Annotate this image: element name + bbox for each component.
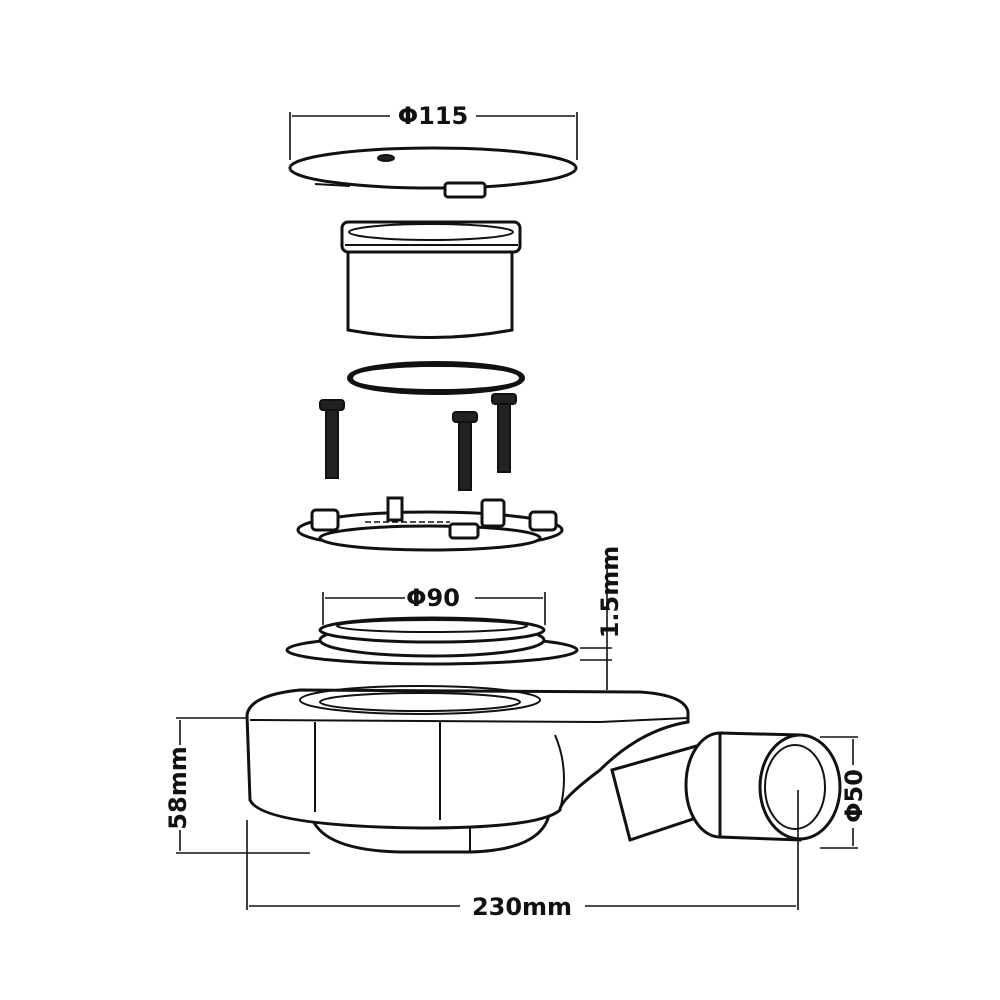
screws	[319, 393, 517, 491]
outlet-diameter-label: Φ50	[840, 769, 868, 823]
o-ring	[347, 361, 525, 395]
dimension-lines	[176, 717, 858, 910]
flange	[285, 560, 612, 690]
cover-diameter-label: Φ115	[398, 102, 469, 130]
strainer-cup	[340, 220, 522, 339]
body-height-label: 58mm	[164, 746, 192, 829]
flange-diameter-label: Φ90	[406, 584, 460, 612]
total-length-label: 230mm	[472, 893, 572, 921]
flange-thickness-label: 1.5mm	[596, 546, 624, 639]
cover-plate	[288, 112, 578, 199]
clamp-ring	[296, 496, 564, 552]
trap-body	[245, 685, 842, 854]
